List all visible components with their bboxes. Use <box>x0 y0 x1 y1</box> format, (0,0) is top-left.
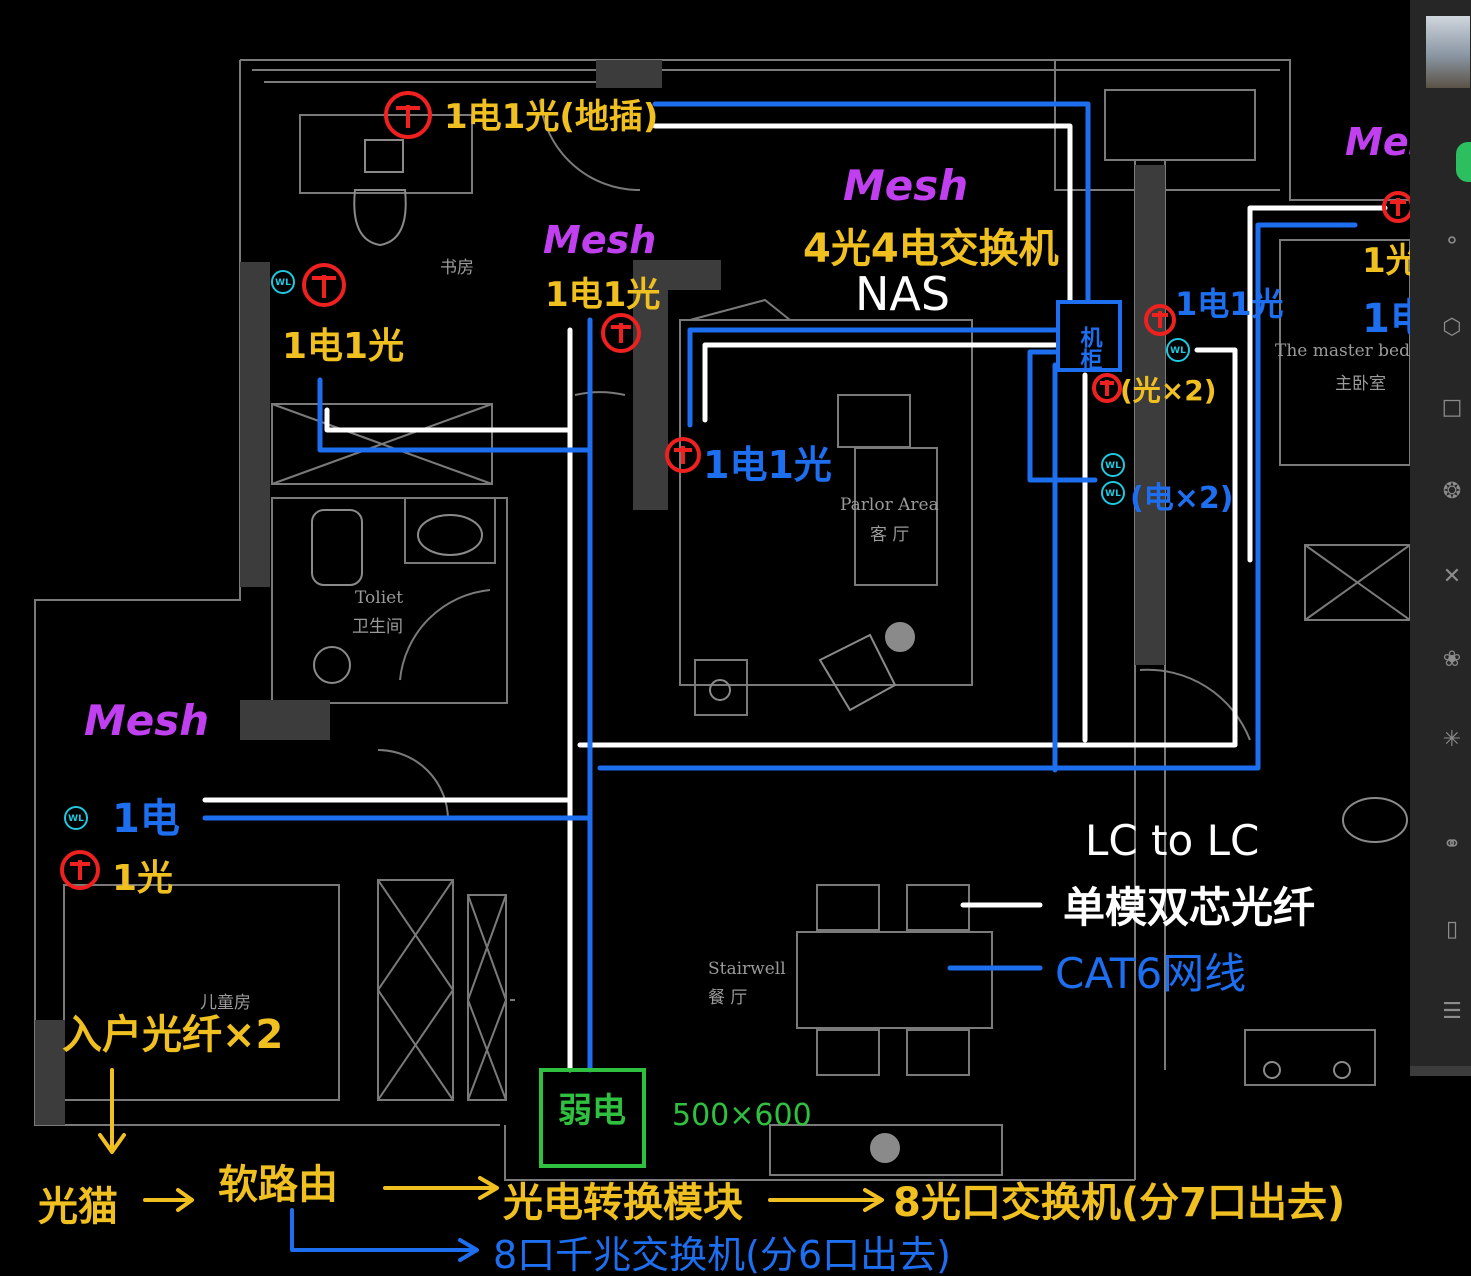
note-parlor-outlet: 1电1光 <box>703 443 832 487</box>
outlet-icon-master-right <box>1382 191 1414 223</box>
note-kids-2: 1光 <box>112 858 173 899</box>
room-study: 书房 <box>440 258 474 278</box>
wl-icon-study <box>271 270 295 294</box>
annotations: 1电1光(地插) 1电1光 Mesh 1电1光 Mesh 4光4电交换机 NAS… <box>38 97 1458 1276</box>
wl-label-parlor-2: WL <box>1105 489 1121 499</box>
outlet-icon-parlor <box>665 437 701 473</box>
wl-label-kids: WL <box>68 814 84 824</box>
weak-box-label: 弱电 <box>558 1091 626 1131</box>
cat6-master <box>1027 349 1098 773</box>
fiber-master <box>1082 205 1388 743</box>
room-stair-en: Stairwell <box>708 959 786 979</box>
wl-label-parlor-1: WL <box>1105 461 1121 471</box>
mesh-label-parlor: Mesh <box>843 161 968 210</box>
room-master-en: The master bedr <box>1275 341 1419 361</box>
outlet-icon-study-left <box>302 263 346 307</box>
chat-icon[interactable] <box>1456 142 1471 182</box>
flow-converter: 光电转换模块 <box>503 1180 743 1226</box>
note-box-size: 500×600 <box>672 1098 812 1133</box>
flow-gig-switch: 8口千兆交换机(分6口出去) <box>493 1233 951 1276</box>
note-fiber-x2: (光×2) <box>1120 374 1217 407</box>
cat6-cables <box>202 101 1358 1073</box>
cat6-study-top <box>652 101 1091 303</box>
mesh-label-kids: Mesh <box>84 696 209 745</box>
legend-fiber: 单模双芯光纤 <box>1063 883 1315 932</box>
fixtures <box>311 139 1408 1163</box>
fiber-study-left <box>324 407 573 1073</box>
legend-lc: LC to LC <box>1085 816 1259 865</box>
avatar[interactable] <box>1426 16 1470 88</box>
cat6-main-bus <box>597 222 1358 771</box>
room-toilet-en: Toliet <box>355 588 403 608</box>
outlet-markers <box>60 91 1414 890</box>
outlet-icon-hall <box>601 313 641 353</box>
room-parlor-cn: 客 厅 <box>870 525 909 545</box>
menu-icon[interactable]: ☰ <box>1442 999 1462 1024</box>
note-master-outlet: 1电1光 <box>1175 285 1284 323</box>
outlet-icon-master <box>1144 304 1176 336</box>
folder-icon[interactable]: □ <box>1441 395 1463 420</box>
note-nas: NAS <box>855 267 950 321</box>
flow-fiber-switch: 8光口交换机(分7口出去) <box>893 1180 1345 1226</box>
legend-cat6: CAT6网线 <box>1055 949 1246 998</box>
note-incoming: 入户光纤×2 <box>62 1012 283 1058</box>
app-sidebar: ⚬ ⬡ □ ❂ ✕ ❀ ✳ ⚭ ▯ ☰ <box>1410 0 1471 1066</box>
wl-icon-master <box>1166 338 1190 362</box>
note-eth-x2: (电×2) <box>1130 481 1233 516</box>
phone-icon[interactable]: ▯ <box>1445 917 1459 942</box>
cat6-study-left <box>317 377 593 1073</box>
wl-labels: WL WL WL WL WL <box>68 278 1186 824</box>
moments-icon[interactable]: ✳ <box>1442 727 1462 752</box>
flow-arrows <box>98 1068 884 1262</box>
note-study-left: 1电1光 <box>282 326 404 367</box>
cube-icon[interactable]: ⬡ <box>1442 315 1462 340</box>
flow-ont: 光猫 <box>38 1184 118 1230</box>
fiber-study-top <box>652 123 1073 303</box>
contacts-icon[interactable]: ⚬ <box>1442 229 1462 254</box>
cat6-parlor <box>687 327 1058 428</box>
wl-icon-kids <box>64 806 88 830</box>
outlet-icon-study-top <box>384 91 432 139</box>
note-switch: 4光4电交换机 <box>803 226 1059 272</box>
mesh-label-hall: Mesh <box>543 218 656 262</box>
flow-router: 软路由 <box>218 1162 338 1208</box>
note-kids-1: 1电 <box>112 796 180 842</box>
room-parlor-en: Parlor Area <box>840 495 939 515</box>
room-kids: 儿童房 <box>200 993 251 1013</box>
cabinet-label: 机柜 <box>1077 326 1103 370</box>
spark-icon[interactable]: ❀ <box>1442 647 1462 672</box>
channels-icon[interactable]: ✕ <box>1442 564 1462 589</box>
wl-markers <box>64 270 1190 830</box>
outlet-icon-cabinet <box>1092 373 1122 403</box>
wl-label-master: WL <box>1170 346 1186 356</box>
aperture-icon[interactable]: ❂ <box>1442 479 1462 504</box>
room-labels: 书房 Toliet 卫生间 Parlor Area 客 厅 The master… <box>200 258 1419 1013</box>
room-toilet-cn: 卫生间 <box>352 617 403 637</box>
room-stair-cn: 餐 厅 <box>708 988 747 1008</box>
room-master-cn: 主卧室 <box>1335 374 1386 394</box>
fiber-main-bus <box>577 347 1238 748</box>
wl-label-study: WL <box>275 278 291 288</box>
weak-current-box: 弱电 <box>539 1068 646 1168</box>
wl-icon-parlor-1 <box>1101 453 1125 477</box>
fiber-cables <box>202 123 1388 1073</box>
note-hall-mid: 1电1光 <box>545 275 660 315</box>
fiber-parlor <box>702 342 1058 423</box>
miniprogram-icon[interactable]: ⚭ <box>1442 832 1462 857</box>
note-study-top: 1电1光(地插) <box>444 97 658 137</box>
outlet-icon-kids <box>60 850 100 890</box>
wl-icon-parlor-2 <box>1101 481 1125 505</box>
network-cabinet: 机柜 <box>1056 300 1122 372</box>
